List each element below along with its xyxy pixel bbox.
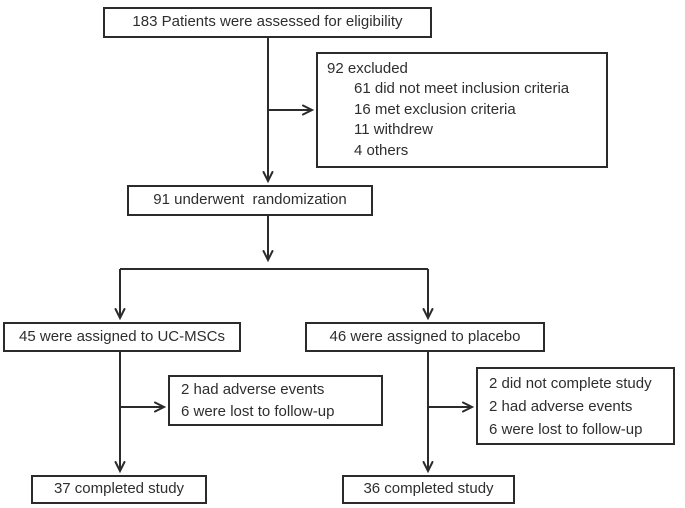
- excluded-total: 92 excluded: [327, 59, 408, 77]
- excluded-reason: 4 others: [354, 141, 409, 159]
- box-eligibility-text: 183 Patients were assessed for eligibili…: [132, 13, 403, 31]
- box-placebo-completed: 36 completed study: [342, 475, 515, 504]
- box-excluded: 92 excluded 61 did not meet inclusion cr…: [316, 52, 608, 168]
- placebo-dropout-reason: 2 did not complete study: [489, 374, 652, 392]
- box-randomization-text: 91 underwent randomization: [153, 191, 347, 209]
- excluded-reason: 11 withdrew: [354, 121, 433, 139]
- box-placebo-dropout: 2 did not complete study 2 had adverse e…: [476, 367, 675, 445]
- box-placebo-completed-text: 36 completed study: [363, 480, 494, 498]
- box-randomization: 91 underwent randomization: [127, 185, 373, 216]
- box-arm-placebo-text: 46 were assigned to placebo: [329, 327, 521, 345]
- ucmscs-dropout-reason: 6 were lost to follow-up: [181, 402, 335, 420]
- box-ucmscs-dropout: 2 had adverse events 6 were lost to foll…: [168, 375, 383, 426]
- placebo-dropout-reason: 6 were lost to follow-up: [489, 420, 643, 438]
- box-eligibility: 183 Patients were assessed for eligibili…: [103, 7, 432, 38]
- box-arm-ucmscs: 45 were assigned to UC-MSCs: [3, 322, 241, 352]
- placebo-dropout-reason: 2 had adverse events: [489, 397, 633, 415]
- excluded-reason: 61 did not meet inclusion criteria: [354, 80, 570, 98]
- box-ucmscs-completed: 37 completed study: [31, 475, 207, 504]
- excluded-reason: 16 met exclusion criteria: [354, 100, 516, 118]
- box-arm-ucmscs-text: 45 were assigned to UC-MSCs: [19, 327, 225, 345]
- ucmscs-dropout-reason: 2 had adverse events: [181, 380, 325, 398]
- box-ucmscs-completed-text: 37 completed study: [53, 480, 185, 498]
- box-arm-placebo: 46 were assigned to placebo: [305, 322, 545, 352]
